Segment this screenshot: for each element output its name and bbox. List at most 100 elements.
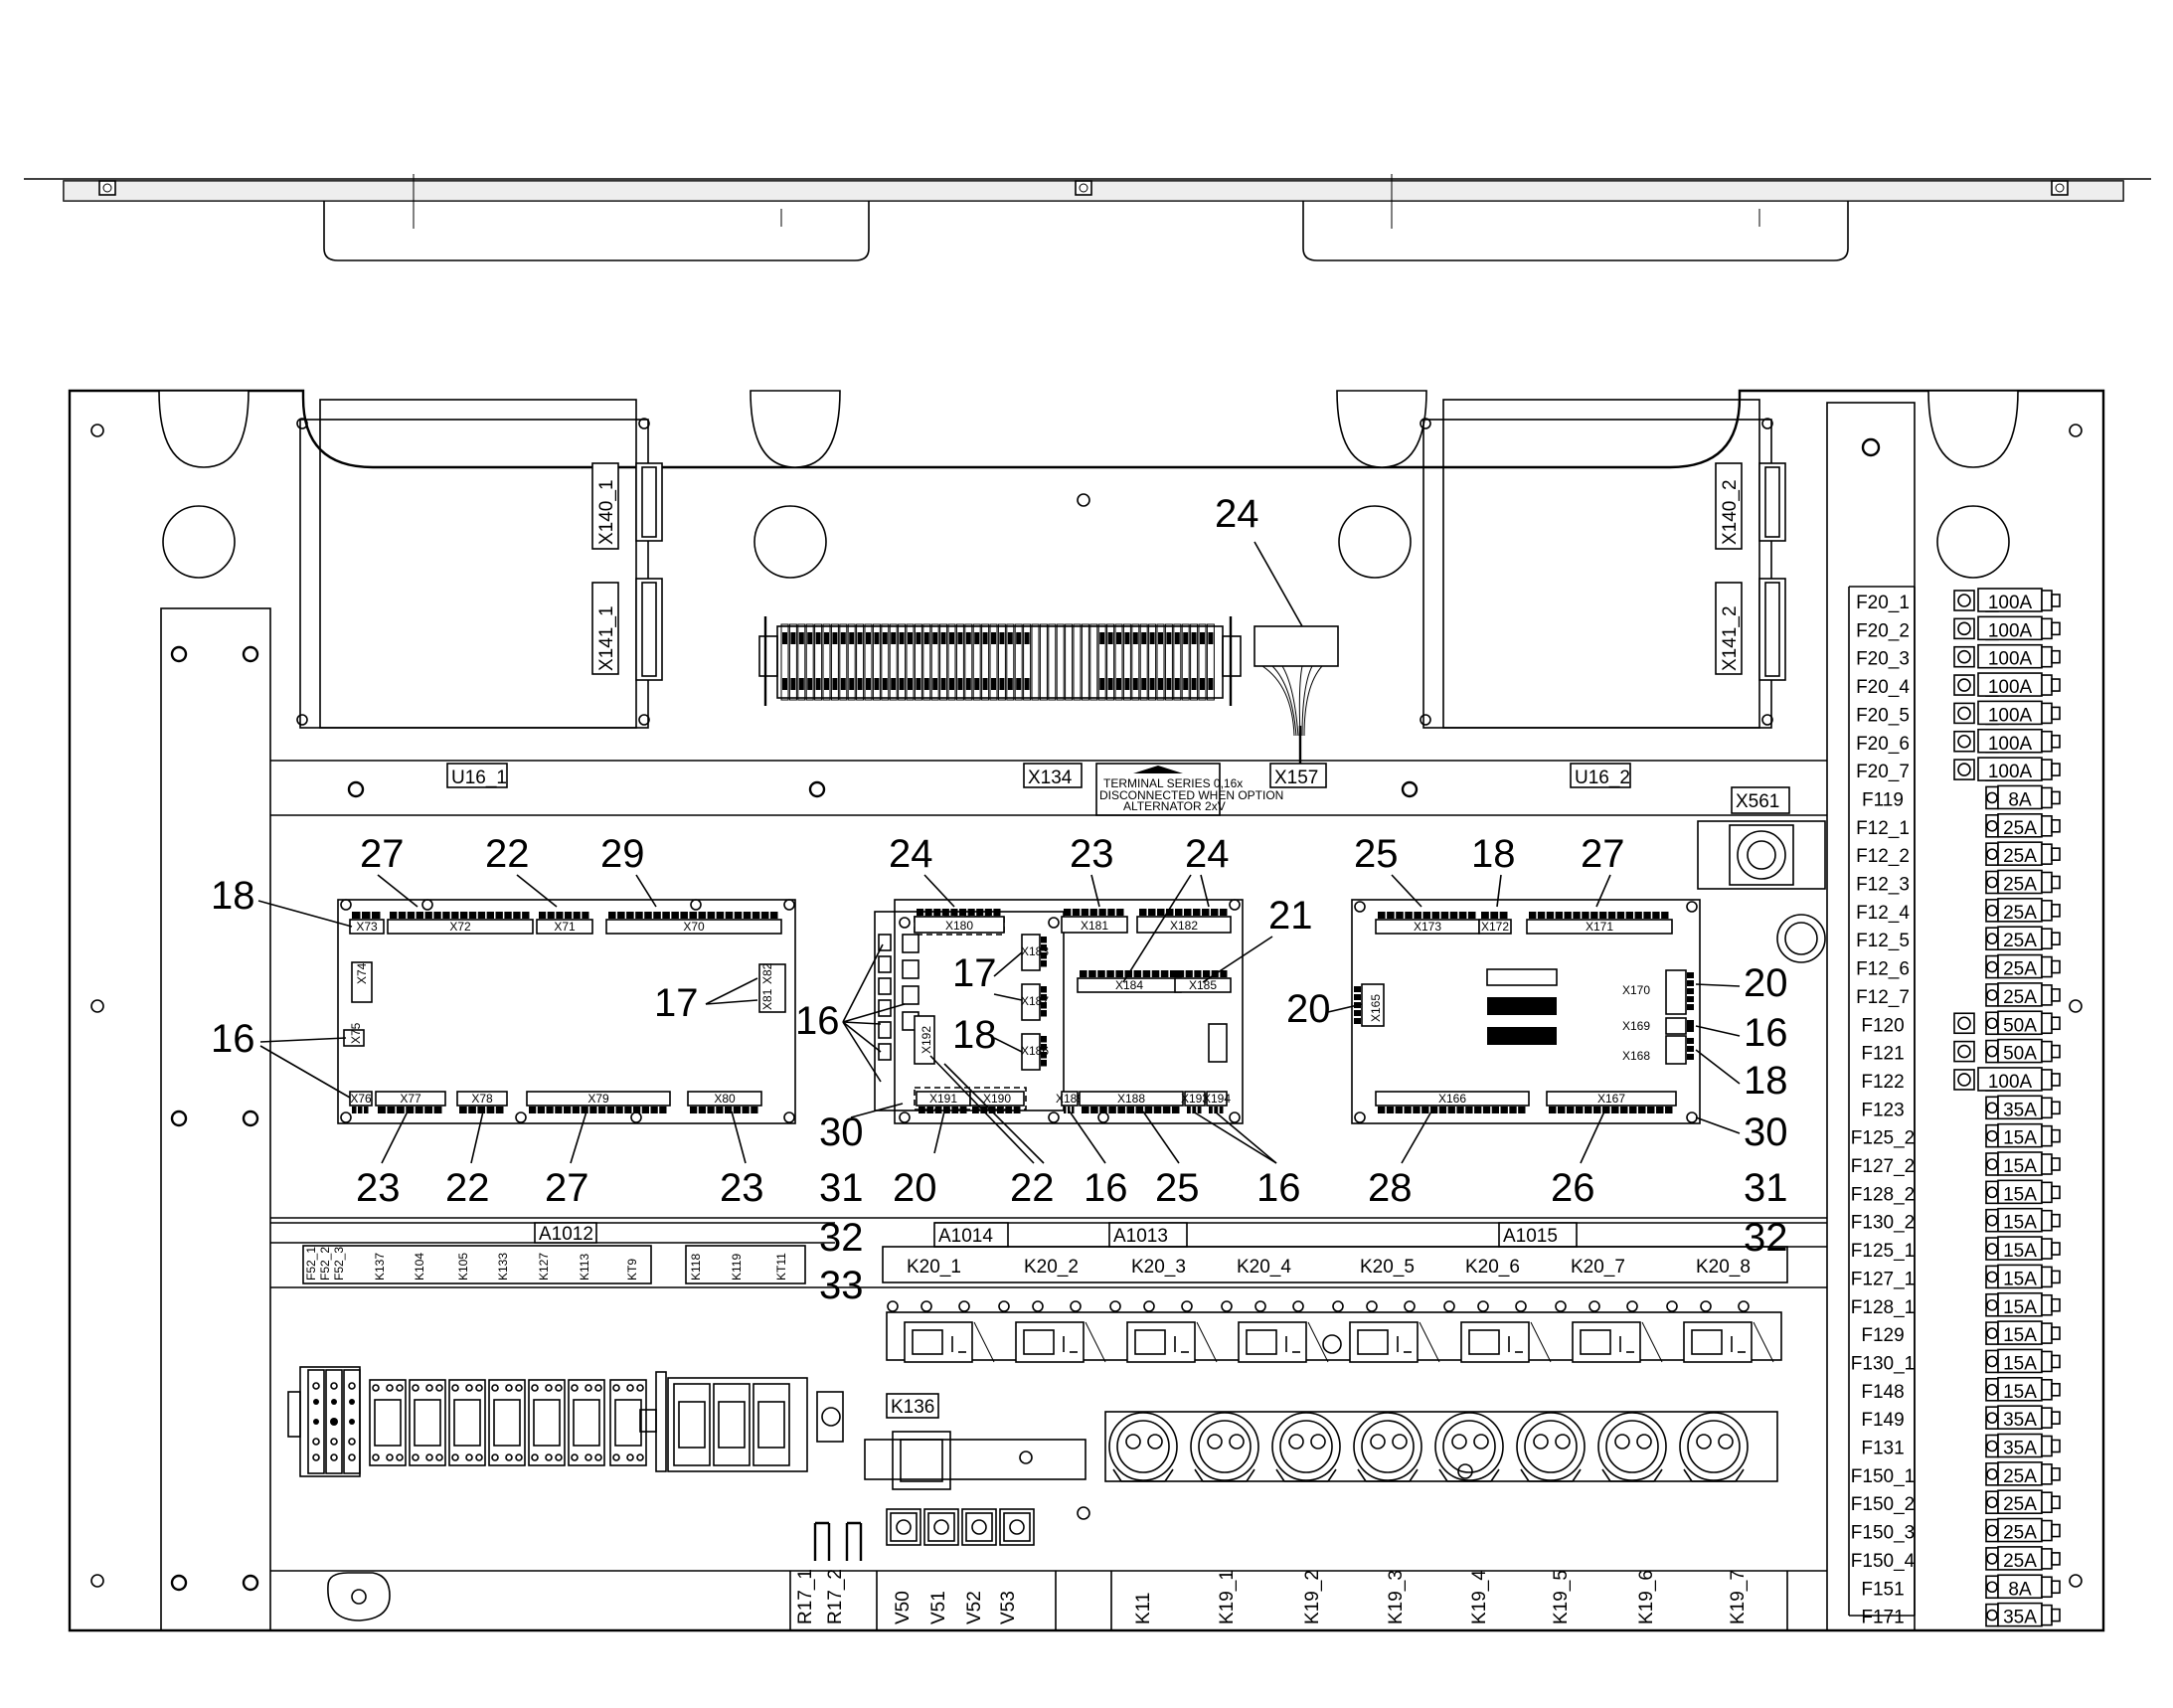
rail-terminal <box>788 623 797 701</box>
fuse-channel <box>1826 402 1916 1631</box>
contactor-label: K20_6 <box>1465 1257 1520 1278</box>
fuse-name: F20_4 <box>1856 677 1910 698</box>
fuse-name: F128_1 <box>1851 1297 1915 1318</box>
label-x134: X134 <box>1028 768 1073 788</box>
small-connector <box>878 1043 892 1061</box>
small-connector <box>1208 1023 1228 1063</box>
label-x170: X170 <box>1622 983 1650 997</box>
rail-terminal <box>1148 623 1157 701</box>
leader-line <box>993 951 1023 977</box>
label-u16-2: U16_2 <box>1575 768 1630 788</box>
fuse-name: F171 <box>1861 1608 1904 1628</box>
fuse-holder <box>1953 674 1975 696</box>
label-x141-1: X141_1 <box>596 605 617 671</box>
conn-x166 <box>1375 1091 1530 1107</box>
label-x192: X192 <box>919 1026 933 1054</box>
fuse-rating: 25A <box>2003 959 2037 980</box>
leader-line <box>1214 1110 1277 1164</box>
conn-x79-label: X79 <box>587 1092 609 1106</box>
rail-terminal <box>1097 623 1106 701</box>
fuse-clip <box>1985 1378 1999 1402</box>
rail-terminal <box>881 623 890 701</box>
relay <box>673 1383 711 1466</box>
conn-x192 <box>914 1015 935 1065</box>
contactor <box>1238 1321 1307 1363</box>
diode-blocks <box>813 1508 1035 1561</box>
plate-nut <box>2051 180 2069 196</box>
label-x81: X81 <box>760 988 774 1010</box>
conn-x169 <box>1665 1017 1687 1035</box>
rail-terminal <box>814 623 823 701</box>
rail-terminal <box>1106 623 1115 701</box>
board-screw <box>1097 1111 1109 1123</box>
conn-x168 <box>1665 1035 1687 1065</box>
rail-terminal <box>1048 623 1057 701</box>
fuse-holder <box>1953 590 1975 611</box>
conn-x185 <box>1174 977 1232 993</box>
bus-label-a1014: A1014 <box>938 1226 993 1247</box>
leader-line <box>1695 983 1741 987</box>
fuse-name: F148 <box>1861 1382 1904 1403</box>
fuse-rating: 8A <box>2008 789 2032 810</box>
rail-terminal <box>1031 623 1040 701</box>
diode-block <box>923 1508 959 1546</box>
label-u16-1: U16_1 <box>451 768 507 788</box>
fuse-name: F150_3 <box>1851 1523 1915 1544</box>
leader-line <box>842 1021 882 1083</box>
conn-x167-label: X167 <box>1597 1092 1625 1106</box>
fuse-clip <box>1985 927 1999 951</box>
relay-label: K118 <box>689 1254 703 1281</box>
conn-x184-label: X184 <box>1115 978 1143 992</box>
fuse-name: F123 <box>1861 1100 1904 1120</box>
contactor-row <box>886 1300 1782 1363</box>
bottom-label: R17_2 <box>825 1569 846 1624</box>
conn-x187 <box>1021 983 1041 1021</box>
leader-line <box>705 999 758 1005</box>
fuse-name: F20_2 <box>1856 620 1910 641</box>
fuse-name: F127_1 <box>1851 1269 1915 1289</box>
board-screw <box>1686 901 1698 913</box>
fuse-name: F20_3 <box>1856 649 1910 670</box>
conn-x167 <box>1546 1091 1677 1107</box>
fuse-name: F121 <box>1861 1044 1904 1065</box>
fuse-clip <box>1985 1152 1999 1176</box>
fuse-rating: 25A <box>2003 1523 2037 1544</box>
fuse-clip <box>1985 1096 1999 1120</box>
conn-x70 <box>605 919 782 935</box>
relay <box>369 1379 407 1466</box>
fuse-name: F20_6 <box>1856 734 1910 755</box>
fuse-name: F119 <box>1862 789 1904 810</box>
rail-terminal <box>989 623 998 701</box>
conn-x194 <box>1206 1091 1228 1107</box>
fuse-clip <box>1985 1603 1999 1627</box>
leader-line <box>1595 874 1611 908</box>
callout-c26: 26 <box>1551 1166 1595 1210</box>
rail-terminal <box>1089 623 1098 701</box>
conn-x73-label: X73 <box>356 920 378 934</box>
contactor <box>1460 1321 1530 1363</box>
relay-label: K133 <box>496 1253 510 1281</box>
fuse-clip <box>1985 870 1999 895</box>
rail-terminal <box>964 623 973 701</box>
fuse-rating: 100A <box>1988 1072 2033 1093</box>
fuse-rating: 100A <box>1988 762 2033 782</box>
leader-line <box>1090 874 1100 908</box>
fuse-rating: 15A <box>2003 1241 2037 1262</box>
leader-line <box>1202 936 1273 983</box>
capacitor <box>1108 1412 1178 1481</box>
fuse-rating: 8A <box>2008 1579 2032 1600</box>
rail-terminal <box>955 623 964 701</box>
board-screw <box>1048 1111 1060 1123</box>
rail-terminal <box>872 623 881 701</box>
left-channel <box>160 607 271 1631</box>
board-screw <box>1229 899 1241 911</box>
fuse-holder <box>1953 1069 1975 1091</box>
rail-terminal <box>889 623 898 701</box>
fuse-name: F125_1 <box>1851 1241 1915 1262</box>
fuse-clip <box>1985 983 1999 1007</box>
leader-line <box>731 1110 747 1164</box>
conn-x76 <box>349 1091 373 1107</box>
conn-x193 <box>1184 1091 1206 1107</box>
relay-label: K137 <box>373 1253 387 1281</box>
